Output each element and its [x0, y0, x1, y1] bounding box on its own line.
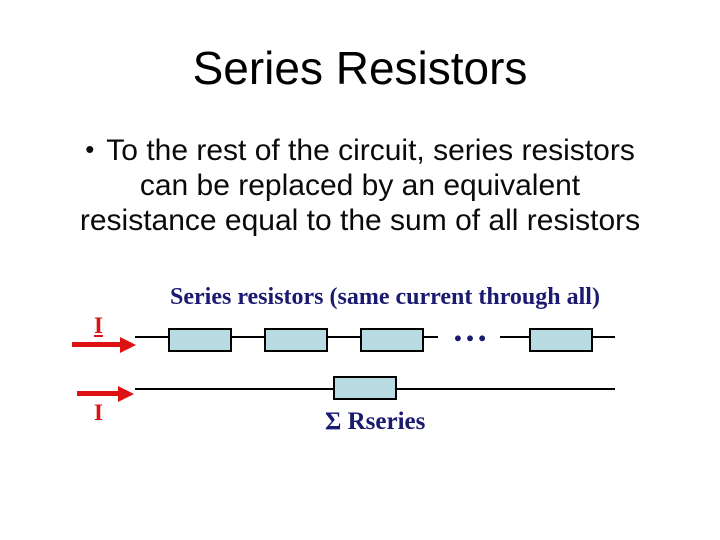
resistor-box-4 — [529, 328, 593, 352]
current-arrow-top — [72, 342, 122, 347]
current-label-bottom: I — [94, 400, 103, 425]
body-line-2: can be replaced by an equivalent — [139, 169, 581, 202]
resistor-box-3 — [360, 328, 424, 352]
bullet-icon: • — [85, 134, 95, 164]
current-arrowhead-top-icon — [120, 337, 136, 353]
current-arrow-bottom — [77, 391, 123, 396]
current-arrowhead-bottom-icon — [118, 386, 134, 402]
ellipsis-label: … — [452, 309, 491, 349]
equivalent-resistor-box — [333, 376, 397, 400]
resistor-box-1 — [168, 328, 232, 352]
slide-body: • To the rest of the circuit, series resi… — [0, 132, 720, 238]
body-line-1-text: To the rest of the circuit, series resis… — [106, 134, 635, 167]
current-label-top: I — [94, 313, 103, 338]
body-line-1: • To the rest of the circuit, series resi… — [0, 132, 720, 168]
slide-title: Series Resistors — [192, 42, 528, 94]
resistor-box-2 — [264, 328, 328, 352]
diagram-heading: Series resistors (same current through a… — [170, 284, 600, 310]
equivalent-resistance-label: Σ Rseries — [325, 408, 426, 435]
body-line-3: resistance equal to the sum of all resis… — [79, 204, 641, 237]
